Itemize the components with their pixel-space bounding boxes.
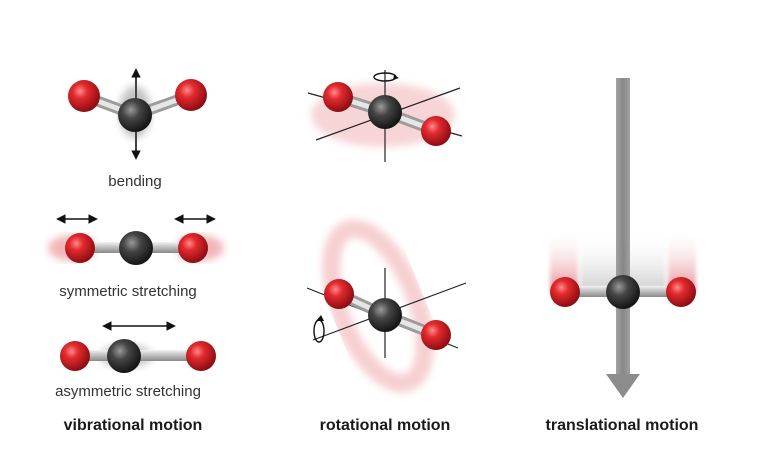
vibrational-motion-title: vibrational motion <box>64 417 203 434</box>
translating-molecule-icon <box>550 78 696 398</box>
rotational-motion-title: rotational motion <box>320 417 451 434</box>
tumbling-molecule-icon <box>306 219 467 393</box>
bending-label: bending <box>108 173 161 190</box>
rotating-molecule-icon <box>307 70 463 162</box>
bending-molecule-icon <box>68 68 207 160</box>
asymmetric-stretch-molecule-icon <box>60 321 216 373</box>
asymmetric-stretching-label: asymmetric stretching <box>55 383 201 400</box>
translational-motion-title: translational motion <box>546 417 699 434</box>
symmetric-stretch-molecule-icon <box>48 214 224 265</box>
symmetric-stretching-label: symmetric stretching <box>59 283 197 300</box>
